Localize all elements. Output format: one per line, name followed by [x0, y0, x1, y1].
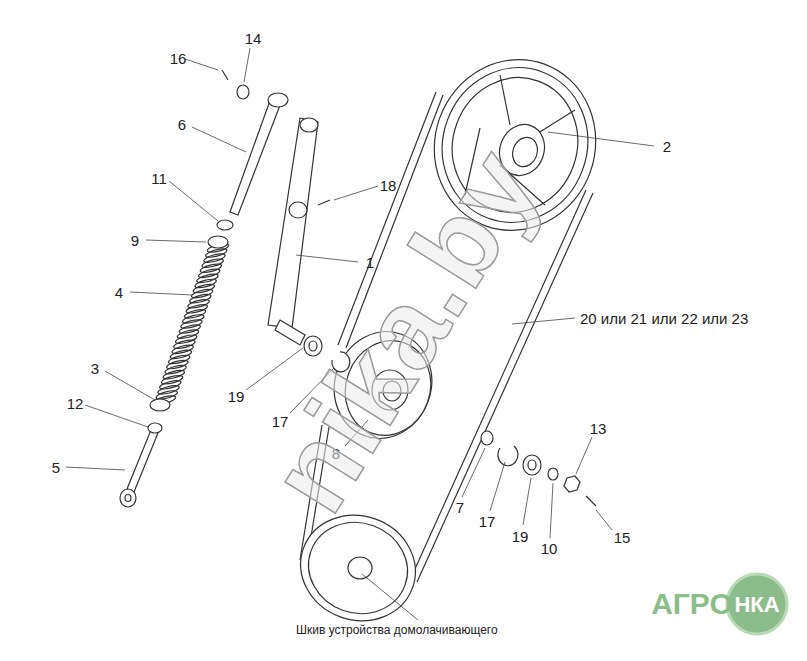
leader-lines — [296, 255, 358, 262]
leader-lines — [550, 483, 553, 538]
leader-lines — [169, 181, 218, 221]
eye-bolt — [120, 425, 160, 507]
leader-lines — [523, 478, 531, 525]
leader-lines — [246, 348, 303, 390]
leader-lines — [490, 462, 505, 511]
small-parts — [304, 336, 322, 356]
watermark: nika.by — [252, 131, 559, 530]
callout-number: 9 — [131, 233, 139, 248]
logo-circle — [727, 574, 787, 634]
callout-number: 16 — [170, 51, 187, 66]
tension-arm — [275, 320, 305, 345]
tension-arm — [289, 202, 307, 218]
leader-lines — [362, 574, 418, 620]
small-parts — [523, 455, 541, 475]
tie-rod — [268, 93, 288, 107]
leader-lines — [512, 318, 575, 324]
leader-lines — [146, 240, 206, 242]
part-caption: Шкив устройства домолачивающего — [296, 624, 498, 636]
tension-arm — [300, 118, 318, 132]
eye-bolt — [127, 425, 160, 492]
callout-number: 1 — [366, 255, 374, 270]
small-parts — [148, 423, 162, 433]
callout-number: 7 — [456, 500, 464, 515]
small-parts — [498, 446, 518, 466]
tension-arm — [268, 118, 330, 345]
callout-number: 10 — [541, 541, 558, 556]
eye-bolt — [120, 489, 136, 507]
pulley — [296, 509, 421, 628]
leader-lines — [596, 510, 612, 530]
small-parts — [528, 460, 536, 470]
pulley — [286, 499, 431, 636]
callout-number: 3 — [91, 361, 99, 376]
callout-number: 18 — [380, 178, 397, 193]
leader-lines — [576, 437, 592, 474]
leader-lines — [130, 292, 192, 295]
small-parts — [217, 220, 233, 230]
callout-number: 13 — [590, 421, 607, 436]
leader-lines — [462, 448, 485, 497]
small-parts — [150, 399, 170, 411]
callout-number: 11 — [151, 171, 167, 186]
tie-rod — [230, 93, 288, 215]
callout-number: 17 — [479, 514, 496, 529]
logo-text: АГРО — [651, 589, 733, 619]
small-parts — [309, 341, 317, 351]
tension-spring — [154, 242, 230, 406]
small-parts — [586, 496, 596, 506]
tension-arm — [268, 118, 318, 328]
callout-number: 6 — [178, 117, 186, 132]
pulley — [348, 557, 372, 579]
callout-number: 5 — [52, 460, 60, 475]
leader-lines — [66, 467, 125, 470]
callout-number: 4 — [115, 285, 123, 300]
leader-lines — [244, 48, 250, 82]
leader-lines — [66, 48, 654, 620]
callout-number: 2 — [663, 139, 671, 154]
leader-lines — [105, 371, 155, 400]
leader-lines — [85, 405, 148, 427]
tie-rod — [230, 95, 282, 215]
small-parts — [481, 431, 493, 445]
part-caption: 20 или 21 или 22 или 23 — [580, 311, 748, 326]
small-parts — [548, 468, 558, 480]
leader-lines — [334, 186, 378, 200]
small-parts — [564, 476, 580, 492]
callout-number: 14 — [245, 31, 262, 46]
callout-number: 15 — [614, 530, 631, 545]
logo-text: НКА — [734, 594, 779, 616]
leader-lines — [185, 59, 218, 70]
callout-number: 19 — [512, 529, 529, 544]
leader-lines — [548, 132, 654, 146]
leader-lines — [192, 127, 246, 152]
eye-bolt — [125, 495, 131, 502]
callout-number: 19 — [228, 389, 245, 404]
callout-number: 12 — [67, 396, 84, 411]
tension-arm — [318, 200, 330, 205]
small-parts — [222, 70, 228, 80]
pulley — [286, 499, 431, 636]
small-parts — [208, 236, 228, 248]
small-parts — [237, 85, 249, 99]
